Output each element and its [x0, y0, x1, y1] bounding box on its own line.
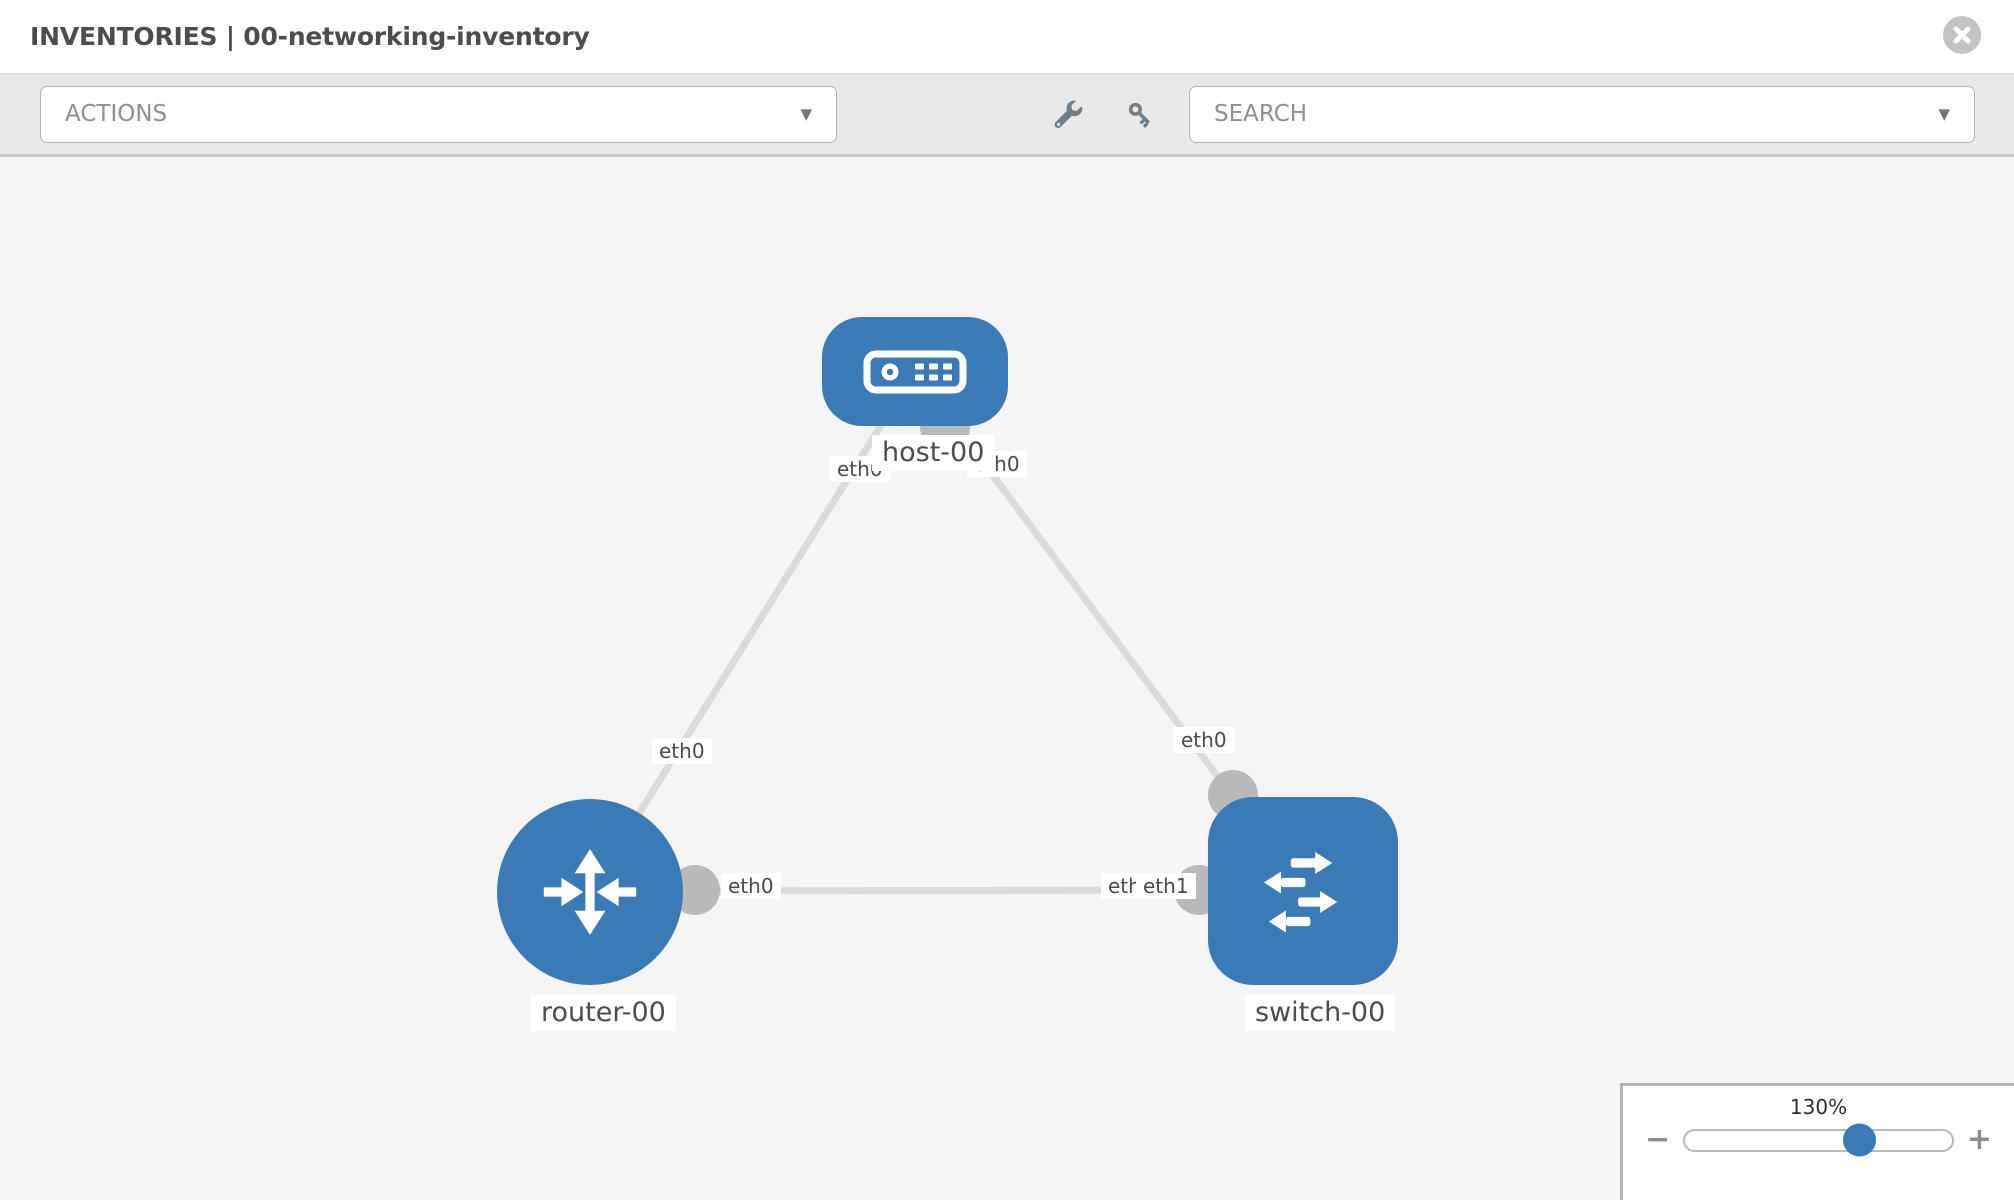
node-host-00[interactable]: [822, 317, 1008, 426]
chevron-down-icon: ▼: [1938, 105, 1950, 123]
node-label-router-00[interactable]: router-00: [531, 995, 676, 1032]
topology-links-layer: [587, 368, 1306, 915]
host-icon: [863, 350, 967, 393]
node-router-00[interactable]: [497, 799, 683, 985]
router-icon: [543, 849, 637, 935]
wrench-icon[interactable]: [1052, 98, 1084, 130]
toolbar: ACTIONS ▼: [0, 73, 2014, 157]
page-title: INVENTORIES | 00-networking-inventory: [30, 22, 590, 51]
zoom-slider-row: − +: [1623, 1122, 2014, 1157]
search-dropdown-label: SEARCH: [1214, 101, 1308, 127]
actions-dropdown[interactable]: ACTIONS ▼: [40, 85, 837, 143]
close-icon: [1953, 26, 1971, 44]
zoom-slider[interactable]: [1683, 1123, 1954, 1157]
zoom-slider-thumb[interactable]: [1842, 1123, 1876, 1157]
node-label-host-00[interactable]: host-00: [872, 435, 995, 472]
zoom-in-button[interactable]: +: [1966, 1122, 1992, 1157]
zoom-out-button[interactable]: −: [1645, 1122, 1671, 1157]
interface-connector: [670, 865, 720, 915]
zoom-level: 130%: [1789, 1095, 1848, 1119]
close-button[interactable]: [1943, 16, 1981, 54]
zoom-panel: 130% − +: [1620, 1083, 2014, 1200]
node-label-switch-00[interactable]: switch-00: [1245, 995, 1396, 1032]
header: INVENTORIES | 00-networking-inventory: [0, 0, 2014, 73]
chevron-down-icon: ▼: [800, 105, 812, 123]
iface-label: eth0: [652, 738, 712, 764]
search-dropdown[interactable]: SEARCH ▼: [1189, 85, 1975, 143]
switch-icon: [1263, 851, 1338, 933]
toolbar-tools: [1052, 98, 1156, 130]
actions-dropdown-label: ACTIONS: [65, 101, 168, 127]
iface-label: eth0: [721, 873, 781, 899]
iface-label: eth1: [1136, 873, 1196, 899]
iface-label: eth0: [1174, 727, 1234, 753]
key-icon[interactable]: [1124, 98, 1156, 130]
topology-canvas[interactable]: eth0 eth0 eth0 eth0 eth0 eth0 eth1 host-…: [0, 157, 2014, 1200]
node-switch-00[interactable]: [1208, 797, 1398, 985]
